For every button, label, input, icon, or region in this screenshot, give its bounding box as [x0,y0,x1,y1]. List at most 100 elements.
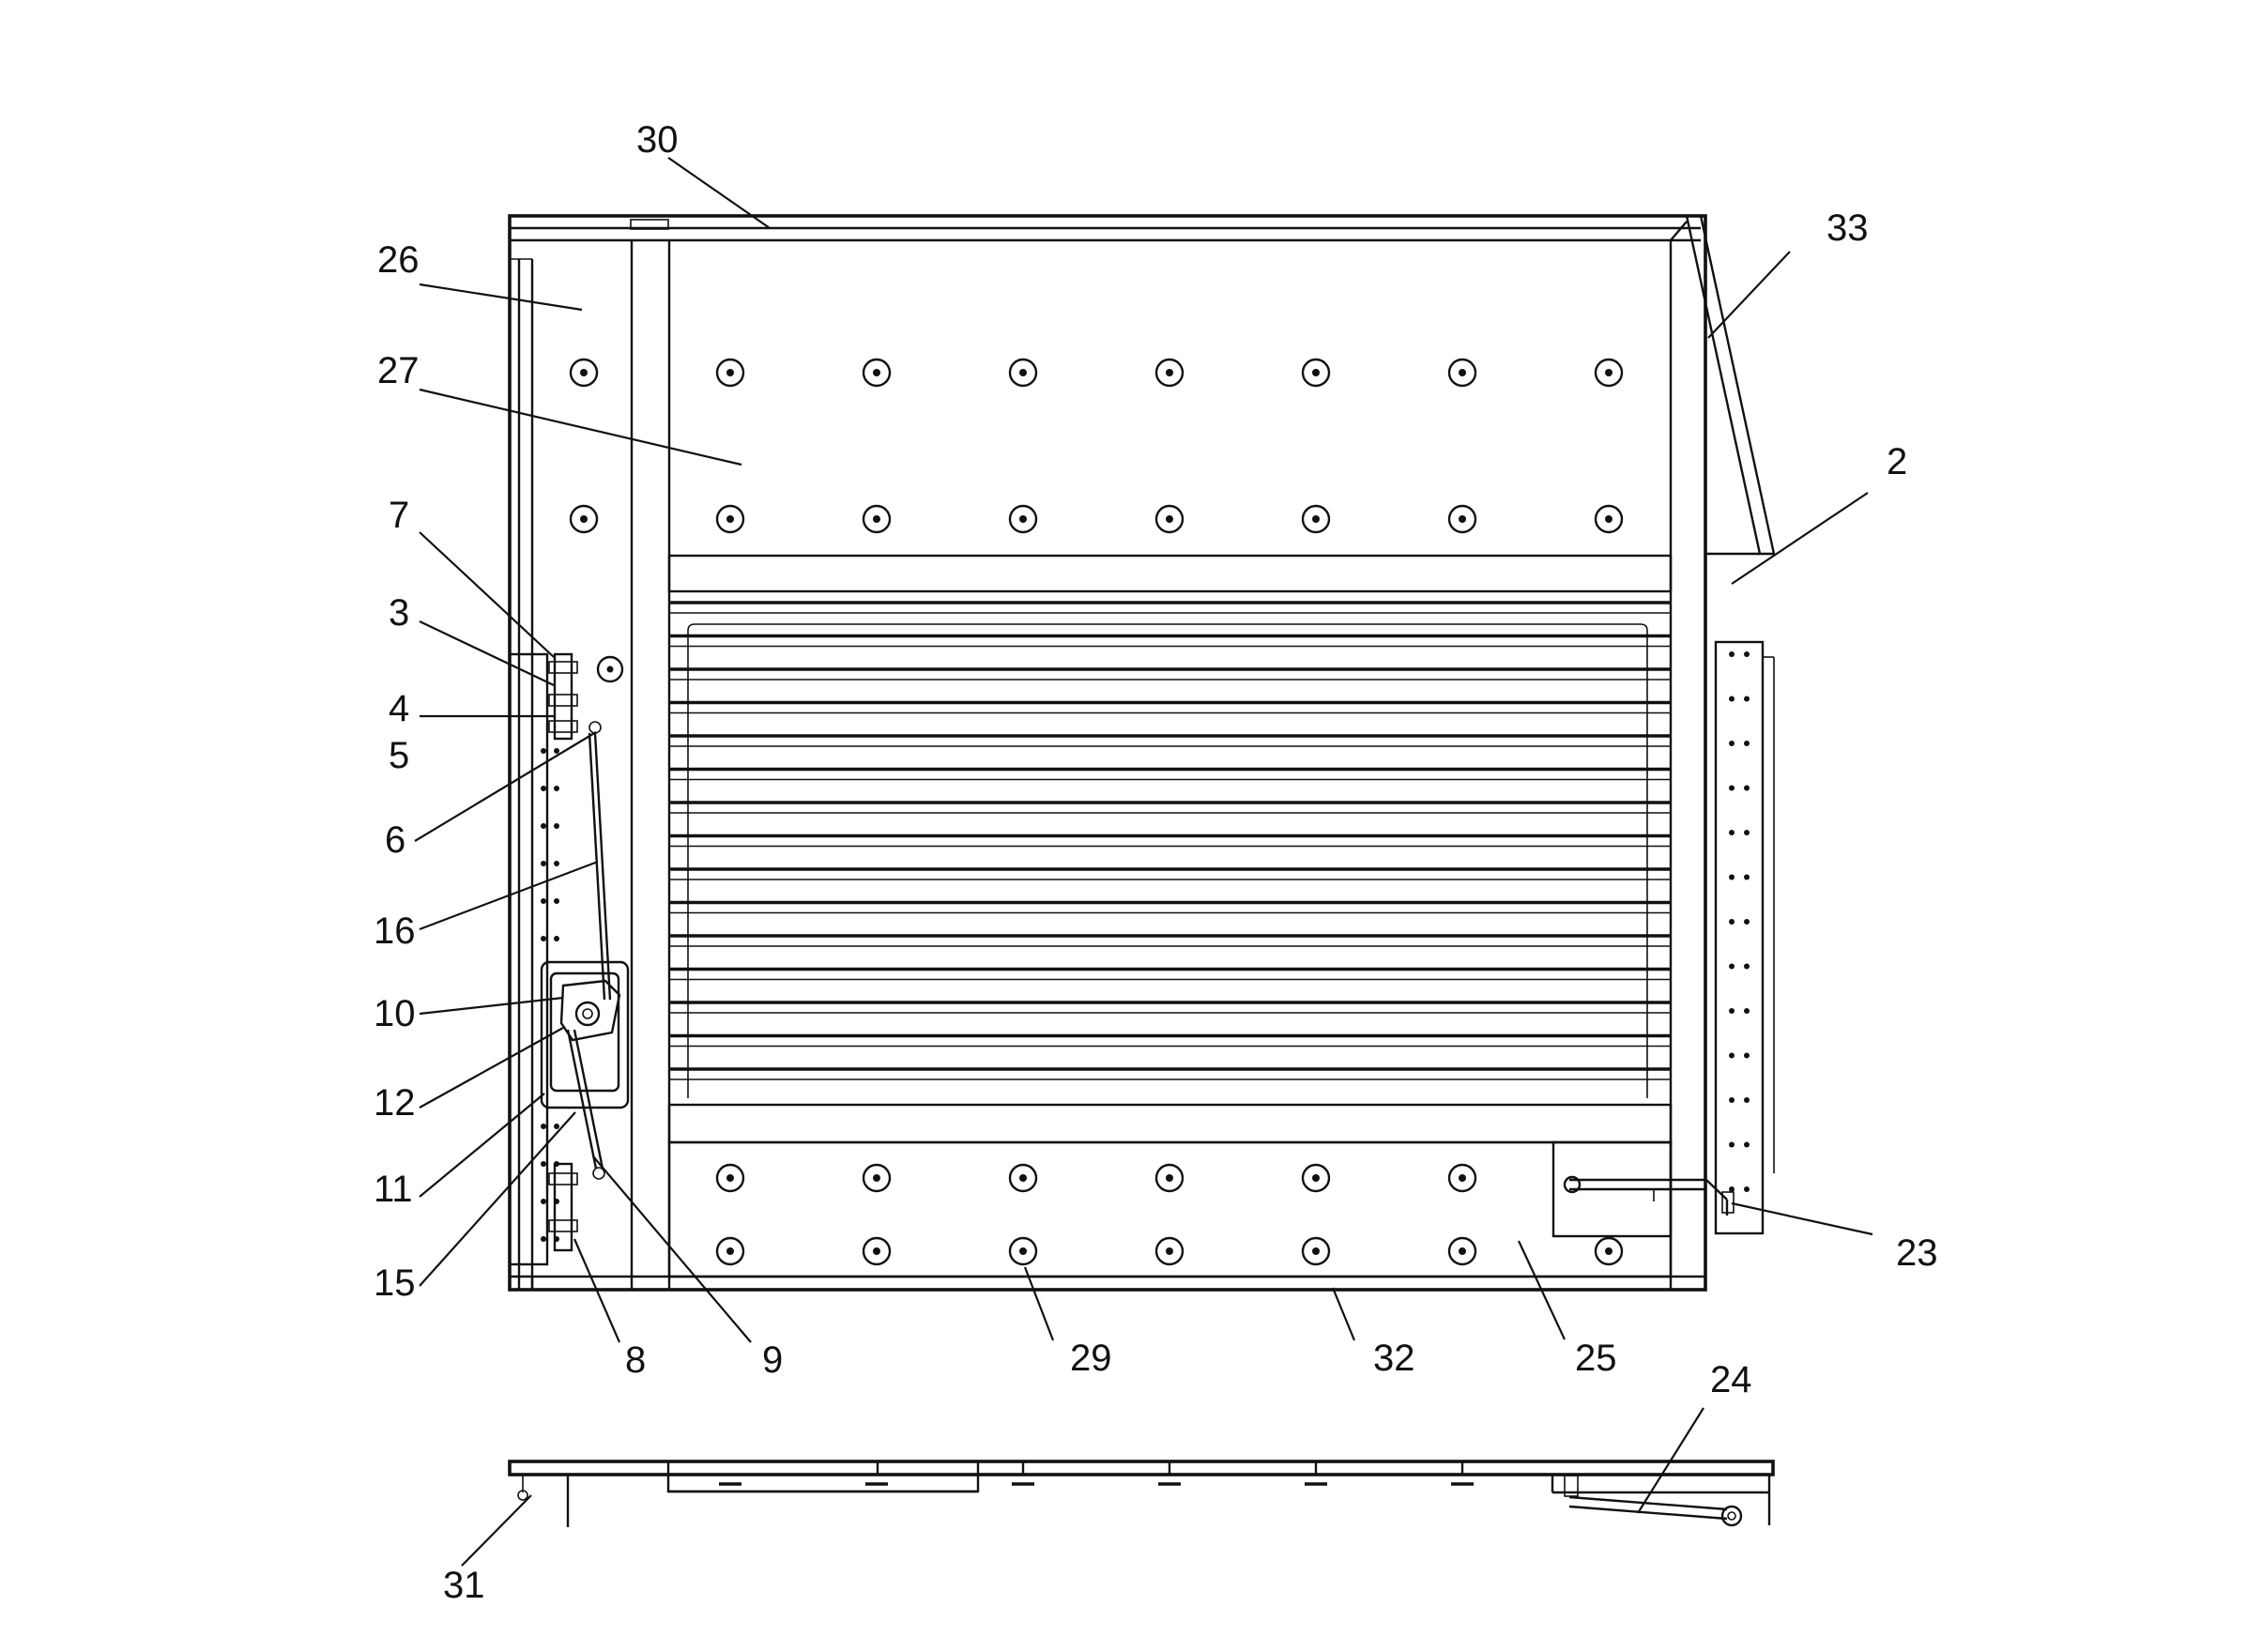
callout-27: 27 [377,350,742,467]
strip-hole [1729,830,1735,835]
callout-number: 6 [385,819,405,861]
bolt [1447,358,1477,388]
leader-line [419,388,742,467]
leader-line [1707,251,1791,339]
callout-11: 11 [374,1093,545,1210]
bolt [569,358,599,388]
leader-line [419,1111,576,1287]
callout-number: 31 [443,1565,485,1606]
callout-25: 25 [1518,1240,1617,1379]
callout-number: 27 [377,350,420,391]
callout-number: 16 [374,910,416,952]
callout-5: 5 [389,735,409,776]
latch-hole [541,898,546,904]
strip-hole [1729,696,1735,702]
latch-hole [541,823,546,829]
callout-33: 33 [1707,207,1869,339]
callout-number: 32 [1373,1338,1415,1379]
callout-number: 3 [389,592,409,634]
leader-line [1731,492,1869,585]
callout-30: 30 [636,119,771,229]
leader-line [1518,1240,1566,1340]
callout-number: 33 [1826,207,1869,249]
callout-number: 24 [1710,1359,1752,1400]
strip-hole [1729,1141,1735,1148]
callout-2: 2 [1731,441,1907,585]
bolt [862,1236,892,1266]
callout-32: 32 [1331,1287,1415,1379]
latch-hole [541,861,546,866]
latch-hole [541,936,546,941]
leader-line [1637,1407,1704,1514]
louvre-slats [669,601,1671,1080]
leader-line [1731,1201,1873,1236]
bolt [1154,1236,1184,1266]
bolt [1594,358,1624,388]
callout-12: 12 [374,1027,564,1124]
leader-line [1331,1287,1356,1341]
bolt [715,358,745,388]
bolt [862,504,892,534]
bolt [1008,504,1038,534]
callout-number: 5 [389,735,409,776]
bolt [715,1236,745,1266]
bolt [862,1163,892,1193]
callout-number: 7 [389,495,409,536]
leader-line [419,620,555,686]
callout-number: 11 [374,1169,413,1210]
callout-number: 29 [1070,1338,1112,1379]
main-panel [508,214,1776,1292]
section-view [508,1460,1775,1527]
leader-line [414,731,597,842]
fastener-grid [569,358,1624,1266]
callout-number: 2 [1887,441,1907,482]
callout-number: 10 [374,993,416,1034]
callout-24: 24 [1637,1359,1752,1514]
latch-strip-holes [541,748,559,1242]
latch-hole [541,1236,546,1242]
bolt [569,504,599,534]
latch-hole [541,786,546,791]
strip-hole [1729,785,1735,791]
bolt [862,358,892,388]
strip-hole [1729,1097,1735,1103]
callout-9: 9 [592,1155,783,1381]
bolt [1301,358,1331,388]
leader-line [573,1238,621,1343]
callout-31: 31 [443,1494,532,1606]
callout-number: 8 [625,1339,646,1381]
bolt [1154,358,1184,388]
leader-line [419,1093,545,1198]
leader-line [419,531,555,658]
right-strip-holes [1729,651,1750,1192]
bolt [1301,504,1331,534]
strip-hole [1729,1008,1735,1014]
leader-line [461,1494,532,1567]
callout-8: 8 [573,1238,646,1381]
bolt [715,504,745,534]
latch-hole [541,748,546,754]
leader-line [419,283,583,312]
bolt [1447,1163,1477,1193]
callout-15: 15 [374,1111,576,1304]
callout-number: 30 [636,119,679,161]
bolt [1154,1163,1184,1193]
callout-6: 6 [385,731,597,861]
latch-hole [541,1199,546,1204]
leader-line [592,1155,752,1343]
callout-3: 3 [389,592,555,686]
leader-line [667,157,771,229]
callout-number: 9 [762,1339,783,1381]
leader-line [419,860,599,931]
latch-hole [541,1161,546,1167]
callout-7: 7 [389,495,555,658]
bolt [1447,1236,1477,1266]
bolt [1301,1163,1331,1193]
callout-number: 26 [377,239,420,281]
strip-hole [1729,1186,1735,1192]
callout-number: 4 [389,688,409,729]
strip-hole [1729,1052,1735,1059]
bolt [1447,504,1477,534]
strip-hole [1729,741,1735,746]
